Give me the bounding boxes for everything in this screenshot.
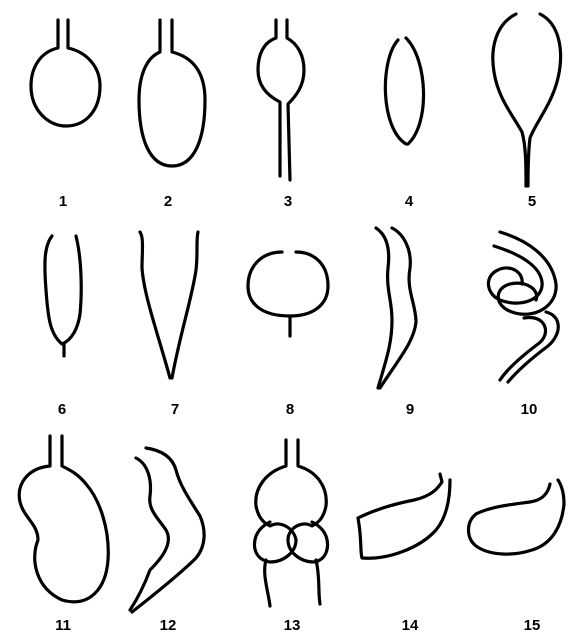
shape-6-label: 6 bbox=[58, 401, 66, 418]
shape-10-coiled bbox=[488, 232, 558, 382]
shape-7-v-wedge bbox=[140, 232, 198, 378]
shape-1-label: 1 bbox=[59, 193, 67, 210]
shape-15-label: 15 bbox=[524, 617, 541, 634]
shape-14-crescent bbox=[358, 474, 450, 558]
shape-5-teardrop-tail bbox=[493, 14, 561, 186]
shape-12-boomerang bbox=[130, 448, 204, 612]
shape-12-label: 12 bbox=[160, 617, 177, 634]
shape-2-oval-neck bbox=[139, 20, 205, 166]
shape-13-label: 13 bbox=[284, 617, 301, 634]
shape-3-label: 3 bbox=[284, 193, 292, 210]
shape-7-label: 7 bbox=[171, 401, 179, 418]
shape-2-label: 2 bbox=[164, 193, 172, 210]
shape-9-label: 9 bbox=[406, 401, 414, 418]
shape-8-round-tail bbox=[248, 252, 328, 336]
shape-5-label: 5 bbox=[528, 193, 536, 210]
shape-11-kidney-neck bbox=[19, 436, 108, 602]
shape-6-rod-tail bbox=[45, 236, 81, 356]
shape-9-wavy bbox=[376, 228, 416, 388]
shape-3-spindle-neck-tail bbox=[258, 20, 304, 180]
shape-8-label: 8 bbox=[286, 401, 294, 418]
shape-1-round-neck bbox=[31, 20, 100, 126]
shape-11-label: 11 bbox=[55, 617, 71, 634]
shape-14-label: 14 bbox=[402, 617, 419, 634]
shape-4-label: 4 bbox=[405, 193, 414, 210]
shape-13-lobed-neck bbox=[255, 440, 328, 606]
shape-15-bean bbox=[469, 480, 565, 554]
shape-4-lemon bbox=[385, 38, 423, 144]
shape-10-label: 10 bbox=[521, 401, 538, 418]
